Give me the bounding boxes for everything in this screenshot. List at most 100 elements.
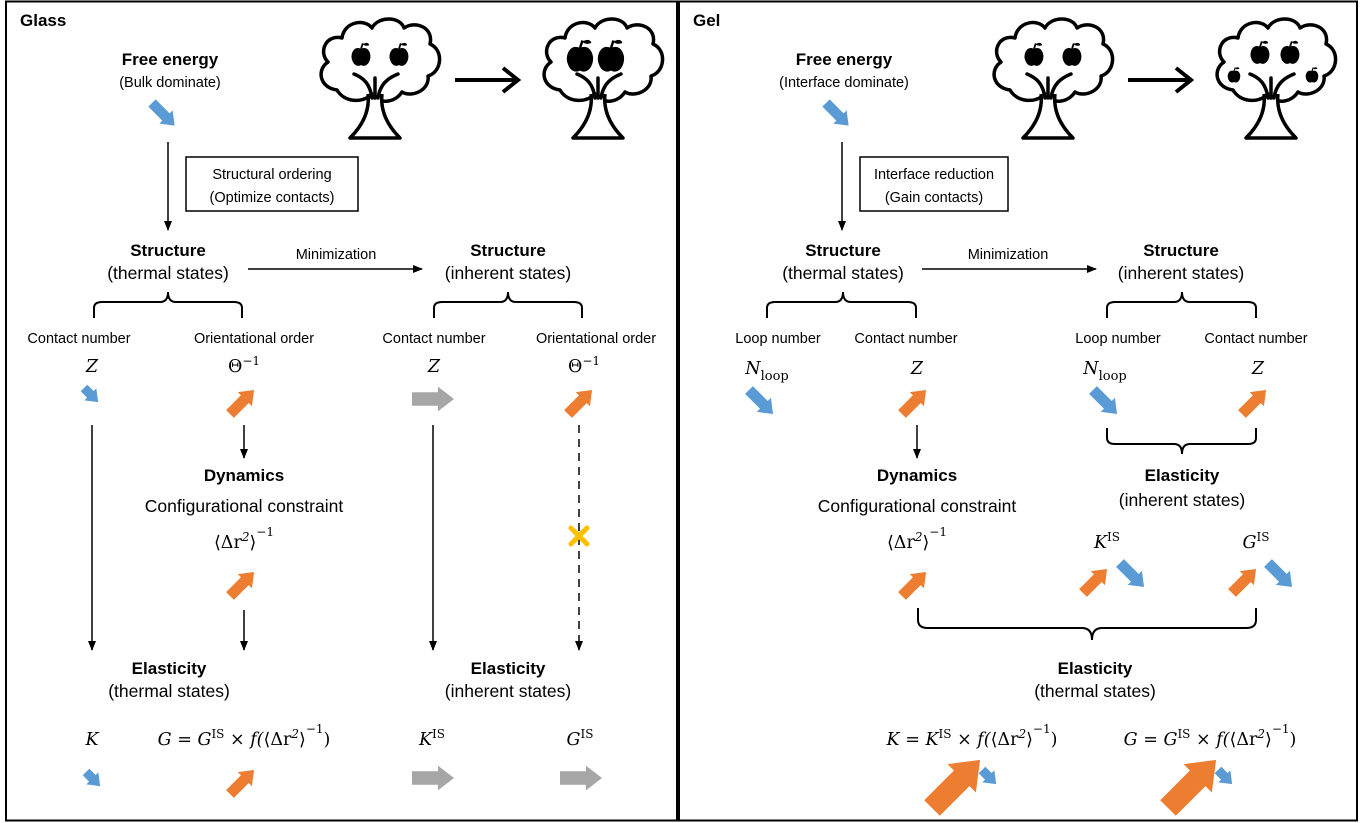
gel-elasticity-thermal-subtitle: (thermal states) [1034,681,1156,701]
gel-structure-inherent-title: Structure [1143,241,1219,260]
gel-param-3-label: Loop number [1075,331,1161,347]
glass-dynamics-subtitle: Configurational constraint [145,496,344,516]
glass-param-4-symbol: Θ−1 [568,354,600,377]
glass-thermal-brace [93,291,243,318]
gel-inherent-gis: GIS [1243,530,1270,553]
glass-structure-inherent-title: Structure [470,241,546,260]
tree-many-apples-icon [1215,17,1338,140]
gel-structure-thermal-subtitle: (thermal states) [782,263,904,283]
gel-free-energy-arrow-icon [822,99,849,126]
glass-param-4-trend-icon [564,389,593,418]
gel-minimization-label: Minimization [968,247,1049,263]
glass-param-1-trend-icon [80,384,99,403]
glass-param-2-trend-icon [226,389,255,418]
gel-param-2-symbol: Z [910,359,924,379]
gel-inherent-lower-brace [1106,428,1257,455]
glass-free-energy-subtitle: (Bulk dominate) [119,75,221,91]
gel-param-4-trend-icon [1238,389,1267,418]
glass-param-1-label: Contact number [27,331,130,347]
gel-inherent-brace [1106,291,1257,318]
gel-elasticity-inherent-title: Elasticity [1145,466,1220,485]
gel-panel-border [678,0,1358,822]
glass-structure-thermal-title: Structure [130,241,206,260]
glass-minimization-label: Minimization [296,247,377,263]
glass-panel-border [5,0,678,822]
glass-modulus-k: K [84,730,99,750]
gel-thermal-brace [766,291,917,318]
glass-dynamics-symbol: ⟨Δr2⟩−1 [214,525,274,553]
gel-structure-inherent-subtitle: (inherent states) [1118,263,1244,283]
right-arrow-icon [455,66,522,94]
gel-free-energy-title: Free energy [796,50,893,69]
glass-modulus-gis: GIS [567,727,594,750]
right-arrow-icon [1128,66,1195,94]
glass-param-3-trend-icon [412,386,454,412]
glass-elasticity-inherent-title: Elasticity [471,659,546,678]
gel-modulus-g-up-icon [1160,759,1217,816]
gel-param-2-label: Contact number [854,331,957,347]
glass-elasticity-thermal-subtitle: (thermal states) [108,681,230,701]
glass-param-4-label: Orientational order [536,331,656,347]
gel-process-box [859,156,1009,212]
gel-modulus-k-up-icon [924,759,981,816]
gel-elasticity-inherent-subtitle: (inherent states) [1119,490,1245,510]
tree-two-apples-icon [319,17,442,140]
gel-inherent-gis-down-icon [1264,559,1293,588]
glass-param-2-label: Orientational order [194,331,314,347]
gel-param-4-symbol: Z [1251,359,1265,379]
gel-inherent-kis-down-icon [1116,559,1145,588]
glass-free-energy-title: Free energy [122,50,219,69]
tree-two-apples-icon [992,17,1115,140]
gel-inherent-kis-up-icon [1079,568,1108,597]
glass-modulus-kis: KIS [418,727,445,750]
glass-param-3-label: Contact number [382,331,485,347]
glass-param-2-symbol: Θ−1 [228,354,260,377]
glass-elasticity-inherent-subtitle: (inherent states) [445,681,571,701]
gel-param-4-label: Contact number [1204,331,1307,347]
glass-structure-thermal-subtitle: (thermal states) [107,263,229,283]
gel-dynamics-trend-icon [898,571,927,600]
glass-modulus-k-trend-icon [82,768,101,787]
gel-modulus-k-down-icon [978,766,997,785]
gel-inherent-gis-up-icon [1228,568,1257,597]
glass-free-energy-arrow-icon [148,99,175,126]
glass-modulus-g-trend-icon [226,769,255,798]
glass-panel-title: Glass [20,11,66,30]
blocked-cross-icon [568,525,590,547]
glass-process-box [185,156,359,212]
glass-process-line2: (Optimize contacts) [210,190,335,206]
gel-elasticity-brace [917,608,1257,641]
glass-param-3-symbol: Z [427,357,441,377]
glass-inherent-brace [433,291,583,318]
gel-param-1-trend-icon [745,386,774,415]
gel-panel-title: Gel [693,11,720,30]
gel-dynamics-symbol: ⟨Δr2⟩−1 [887,525,947,553]
glass-dynamics-title: Dynamics [204,466,284,485]
glass-modulus-kis-trend-icon [412,765,454,791]
gel-process-line1: Interface reduction [874,167,994,183]
gel-dynamics-subtitle: Configurational constraint [818,496,1017,516]
gel-param-3-symbol: Nloop [1082,359,1126,384]
glass-elasticity-thermal-title: Elasticity [132,659,207,678]
glass-process-line1: Structural ordering [212,167,331,183]
gel-structure-thermal-title: Structure [805,241,881,260]
gel-modulus-k-equation: K = KIS × f(⟨Δr2⟩−1) [886,722,1058,750]
gel-modulus-g-down-icon [1214,766,1233,785]
gel-modulus-g-equation: G = GIS × f(⟨Δr2⟩−1) [1124,722,1297,750]
tree-big-apples-icon [542,17,665,140]
glass-dynamics-trend-icon [226,571,255,600]
gel-param-1-symbol: Nloop [744,359,788,384]
gel-inherent-kis: KIS [1093,530,1120,553]
glass-param-1-symbol: Z [85,357,99,377]
gel-process-line2: (Gain contacts) [885,190,983,206]
gel-param-1-label: Loop number [735,331,821,347]
glass-modulus-g-equation: G = GIS × f(⟨Δr2⟩−1) [158,722,331,750]
gel-dynamics-title: Dynamics [877,466,957,485]
gel-param-3-trend-icon [1089,386,1118,415]
gel-free-energy-subtitle: (Interface dominate) [779,75,909,91]
gel-elasticity-thermal-title: Elasticity [1058,659,1133,678]
glass-structure-inherent-subtitle: (inherent states) [445,263,571,283]
glass-modulus-gis-trend-icon [560,765,602,791]
